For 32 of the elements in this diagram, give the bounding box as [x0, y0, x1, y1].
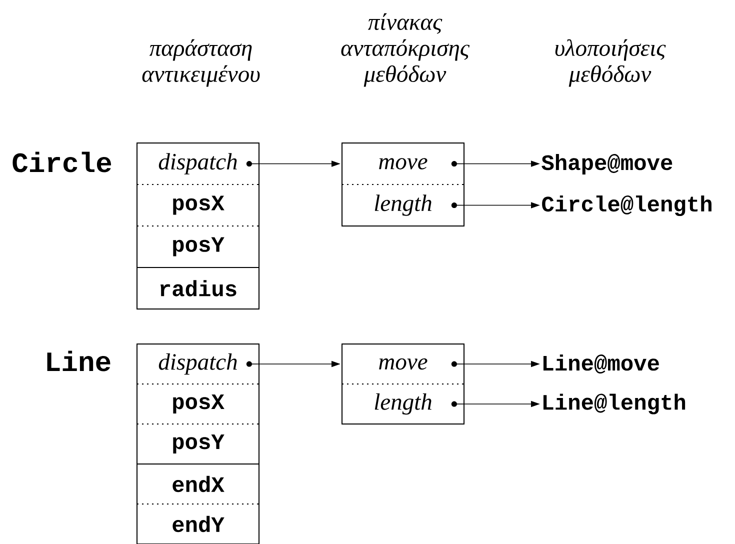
- class-name: Line: [47, 350, 110, 372]
- column-heading: παράσταση αντικειμένου: [142, 39, 260, 87]
- node-label: dispatch: [158, 153, 237, 174]
- dispatch-table: [342, 344, 464, 424]
- node-label: length: [374, 393, 432, 415]
- node-label: length: [374, 194, 432, 216]
- field-cell: move: [379, 358, 465, 370]
- object-box: [136, 344, 260, 544]
- field-cell: posY: [173, 434, 224, 454]
- field-cell: posX: [173, 394, 224, 414]
- method-name: Line@length: [543, 394, 686, 414]
- method-name: Shape@move: [542, 154, 672, 174]
- field-cell: posY: [173, 237, 224, 256]
- field-cell: radius: [160, 280, 236, 296]
- column-heading: πίνακας ανταπόκρισης μεθόδων: [341, 13, 470, 87]
- node-label: dispatch: [158, 353, 237, 375]
- field-cell: posX: [173, 196, 224, 215]
- field-cell: endX: [172, 476, 224, 492]
- method-name: Circle@length: [542, 195, 712, 216]
- object-box: [136, 142, 260, 310]
- column-heading: υλοποιήσεις μεθόδων: [555, 39, 666, 87]
- field-cell: length: [374, 194, 465, 216]
- field-cell: dispatch: [158, 153, 260, 174]
- dispatch-table: [342, 142, 464, 226]
- node-label: move: [379, 358, 428, 370]
- field-cell: dispatch: [158, 353, 260, 375]
- field-cell: length: [374, 393, 465, 415]
- method-name: Line@move: [543, 354, 659, 374]
- field-cell: move: [379, 158, 465, 170]
- node-label: move: [379, 158, 428, 170]
- field-cell: endY: [172, 516, 224, 532]
- class-name: Circle: [12, 152, 112, 172]
